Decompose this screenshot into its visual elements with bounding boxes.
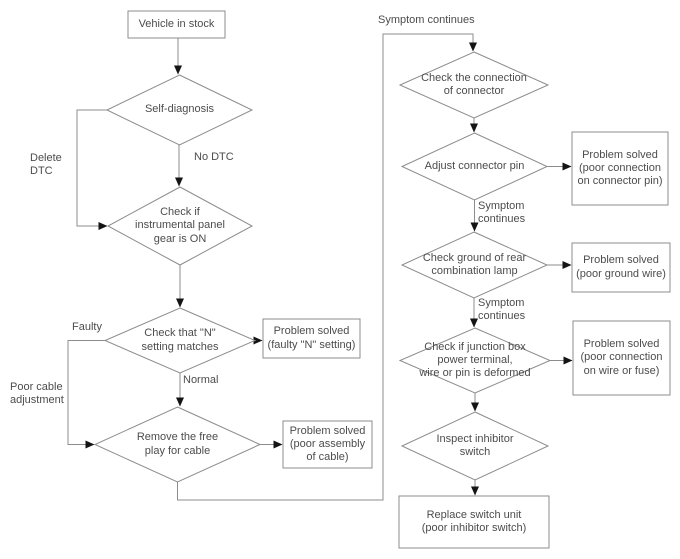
shape-replace-switch-box xyxy=(398,495,550,549)
shape-n-setting-diamond xyxy=(103,307,257,374)
node-problem-ground-wire: Problem solved (poor ground wire) xyxy=(576,254,666,280)
node-check-panel-gear: Check if instrumental panel gear is ON xyxy=(135,206,225,245)
node-adjust-connector-pin: Adjust connector pin xyxy=(424,159,525,172)
shape-inspect-switch-diamond xyxy=(400,411,550,481)
shape-problem-cable-box xyxy=(282,420,373,469)
edge-label-no-dtc: No DTC xyxy=(194,151,234,163)
edge-label-symptom-continues-pin: Symptom continues xyxy=(478,200,526,226)
edge-label-symptom-continues-top: Symptom continues xyxy=(378,14,475,26)
edge-delete-dtc-loop xyxy=(76,109,108,230)
shape-adjust-pin-diamond xyxy=(400,132,549,201)
edge-label-poor-cable-adjustment: Poor cable adjustment xyxy=(10,381,64,407)
shape-self-diagnosis-diamond xyxy=(105,74,254,146)
shape-junction-box-diamond xyxy=(398,327,552,394)
shape-panel-gear-diamond xyxy=(106,186,254,266)
edge-label-symptom-continues-ground: Symptom continues xyxy=(478,297,526,323)
edge-label-normal: Normal xyxy=(183,374,219,386)
edge-label-delete-dtc: Delete DTC xyxy=(30,152,62,178)
shape-problem-n-box xyxy=(262,318,361,359)
node-inspect-inhibitor: Inspect inhibitor switch xyxy=(436,432,514,458)
node-problem-cable-assembly: Problem solved (poor assembly of cable) xyxy=(289,424,366,464)
shape-problem-fuse-box xyxy=(572,320,671,396)
node-self-diagnosis: Self-diagnosis xyxy=(144,103,215,116)
edge-label-faulty: Faulty xyxy=(72,321,102,333)
node-problem-n-setting: Problem solved (faulty "N" setting) xyxy=(267,325,356,351)
shape-problem-ground-box xyxy=(571,242,671,293)
edge-faulty-loop xyxy=(67,340,105,449)
node-check-n-setting: Check that "N" setting matches xyxy=(141,327,219,353)
node-check-connector: Check the connection of connector xyxy=(421,71,527,97)
node-problem-wire-fuse: Problem solved (poor connection on wire … xyxy=(580,338,663,377)
node-remove-free-play: Remove the free play for cable xyxy=(136,431,219,457)
shape-check-ground-diamond xyxy=(400,231,549,299)
node-check-ground-lamp: Check ground of rear combination lamp xyxy=(422,251,527,277)
node-replace-switch: Replace switch unit (poor inhibitor swit… xyxy=(421,508,527,534)
shape-vehicle-box xyxy=(127,10,226,39)
edge-remove-to-connector xyxy=(177,33,477,501)
shape-problem-pin-box xyxy=(571,131,669,206)
node-vehicle-in-stock: Vehicle in stock xyxy=(138,17,215,30)
shape-check-connector-diamond xyxy=(398,51,550,119)
shape-remove-play-diamond xyxy=(93,406,262,483)
node-problem-connector-pin: Problem solved (poor connection on conne… xyxy=(577,148,663,188)
node-check-junction-box: Check if junction box power terminal, wi… xyxy=(419,340,531,380)
shapes xyxy=(93,10,671,549)
